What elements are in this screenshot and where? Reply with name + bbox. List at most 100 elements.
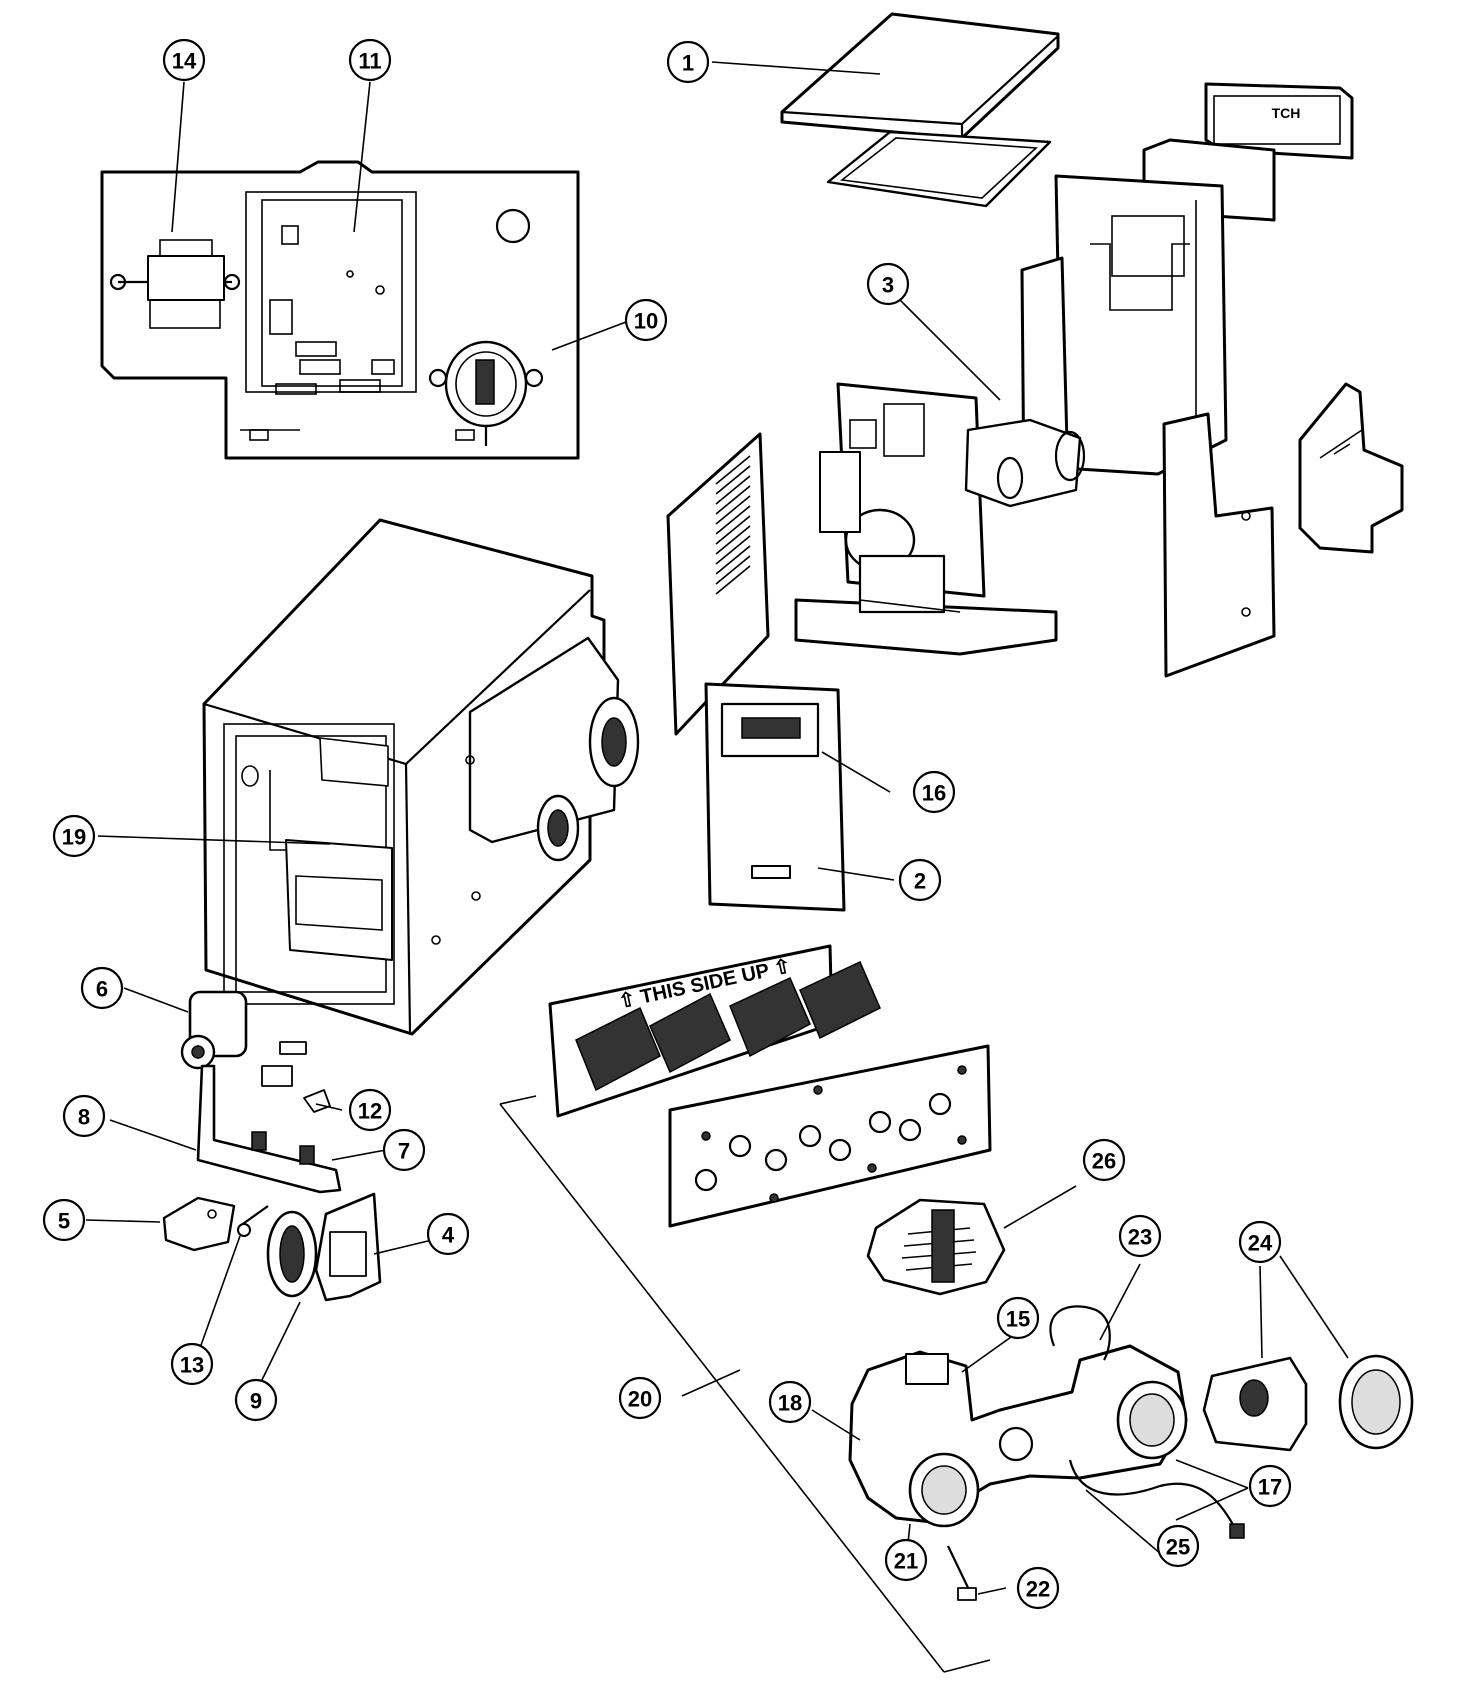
callout-9: 9 bbox=[234, 1378, 278, 1422]
front-door-panel bbox=[704, 682, 846, 912]
callout-11: 11 bbox=[348, 38, 392, 82]
callout-17: 17 bbox=[1248, 1464, 1292, 1508]
callout-circle bbox=[898, 858, 942, 902]
callout-circle bbox=[996, 1296, 1040, 1340]
callout-5: 5 bbox=[42, 1198, 86, 1242]
callout-circle bbox=[624, 298, 668, 342]
callout-13: 13 bbox=[170, 1342, 214, 1386]
callout-circle bbox=[1118, 1214, 1162, 1258]
callout-15: 15 bbox=[996, 1296, 1040, 1340]
rear-panels: TCH bbox=[1054, 82, 1354, 476]
top-panel bbox=[780, 12, 1060, 208]
callout-circle bbox=[234, 1378, 278, 1422]
transformer bbox=[109, 239, 241, 329]
callout-number: 24 bbox=[1248, 1231, 1273, 1256]
callout-21: 21 bbox=[884, 1538, 928, 1582]
callout-circle bbox=[768, 1380, 812, 1424]
callout-20: 20 bbox=[618, 1376, 662, 1420]
callout-circle bbox=[1156, 1524, 1200, 1568]
callout-4: 4 bbox=[426, 1212, 470, 1256]
callout-circle bbox=[52, 814, 96, 858]
callout-12: 12 bbox=[348, 1088, 392, 1132]
callout-number: 11 bbox=[358, 49, 381, 74]
callout-7: 7 bbox=[382, 1128, 426, 1172]
header-cover bbox=[866, 1198, 1006, 1296]
callout-number: 17 bbox=[1258, 1475, 1282, 1500]
callout-number: 19 bbox=[62, 825, 86, 850]
callout-number: 15 bbox=[1006, 1307, 1030, 1332]
jacket-side-panel bbox=[666, 432, 770, 736]
callout-8: 8 bbox=[62, 1094, 106, 1138]
callout-number: 7 bbox=[398, 1139, 410, 1164]
callout-number: 6 bbox=[96, 977, 108, 1002]
callout-number: 12 bbox=[358, 1099, 382, 1124]
heat-exchanger: ⇧ THIS SIDE UP ⇧ bbox=[548, 944, 992, 1228]
callout-number: 8 bbox=[78, 1105, 90, 1130]
callout-number: 26 bbox=[1092, 1149, 1116, 1174]
heater-cabinet bbox=[202, 518, 640, 1036]
right-side-panels bbox=[1162, 382, 1404, 678]
callout-number: 4 bbox=[442, 1223, 455, 1248]
callout-number: 22 bbox=[1026, 1577, 1050, 1602]
callout-16: 16 bbox=[912, 770, 956, 814]
callout-circle bbox=[80, 966, 124, 1010]
callout-number: 14 bbox=[172, 49, 197, 74]
callout-23: 23 bbox=[1118, 1214, 1162, 1258]
callout-22: 22 bbox=[1016, 1566, 1060, 1610]
burner-tray-assembly bbox=[794, 256, 1086, 656]
callout-circle bbox=[912, 770, 956, 814]
callout-number: 18 bbox=[778, 1391, 802, 1416]
callout-number: 9 bbox=[250, 1389, 262, 1414]
callout-circle bbox=[1248, 1464, 1292, 1508]
callout-circle bbox=[348, 1088, 392, 1132]
callout-circle bbox=[666, 40, 710, 84]
callout-number: 5 bbox=[58, 1209, 70, 1234]
callout-6: 6 bbox=[80, 966, 124, 1010]
callout-19: 19 bbox=[52, 814, 96, 858]
callout-circle bbox=[1238, 1220, 1282, 1264]
callout-14: 14 bbox=[162, 38, 206, 82]
callout-18: 18 bbox=[768, 1380, 812, 1424]
callout-number: 23 bbox=[1128, 1225, 1152, 1250]
pressure-switch bbox=[428, 340, 544, 446]
callout-circle bbox=[866, 262, 910, 306]
callout-24: 24 bbox=[1238, 1220, 1282, 1264]
callout-number: 16 bbox=[922, 781, 946, 806]
control-panel bbox=[100, 160, 580, 460]
callout-number: 25 bbox=[1166, 1535, 1190, 1560]
callout-25: 25 bbox=[1156, 1524, 1200, 1568]
callout-number: 20 bbox=[628, 1387, 652, 1412]
callout-circle bbox=[348, 38, 392, 82]
callout-10: 10 bbox=[624, 298, 668, 342]
callout-circle bbox=[170, 1342, 214, 1386]
callout-circle bbox=[62, 1094, 106, 1138]
callout-2: 2 bbox=[898, 858, 942, 902]
callout-circle bbox=[1016, 1566, 1060, 1610]
union-fittings bbox=[1202, 1354, 1414, 1452]
callout-circle bbox=[1082, 1138, 1126, 1182]
callout-number: 13 bbox=[180, 1353, 204, 1378]
callout-circle bbox=[618, 1376, 662, 1420]
inlet-outlet-header bbox=[848, 1305, 1245, 1601]
callout-26: 26 bbox=[1082, 1138, 1126, 1182]
callout-1: 1 bbox=[666, 40, 710, 84]
gas-valve-assembly bbox=[180, 990, 342, 1194]
callout-3: 3 bbox=[866, 262, 910, 306]
callout-circle bbox=[162, 38, 206, 82]
leader-lines bbox=[85, 61, 1349, 1595]
rear-panel-label: TCH bbox=[1272, 105, 1301, 121]
callout-circle bbox=[382, 1128, 426, 1172]
callout-number: 10 bbox=[634, 309, 658, 334]
callout-circle bbox=[426, 1212, 470, 1256]
callout-number: 2 bbox=[914, 869, 926, 894]
callout-circle bbox=[42, 1198, 86, 1242]
heat-exchanger-bracket bbox=[499, 1095, 991, 1673]
callout-number: 21 bbox=[894, 1549, 918, 1574]
callout-circle bbox=[884, 1538, 928, 1582]
callout-number: 3 bbox=[882, 273, 894, 298]
combustion-blower bbox=[266, 1192, 382, 1302]
callout-number: 1 bbox=[682, 51, 694, 76]
